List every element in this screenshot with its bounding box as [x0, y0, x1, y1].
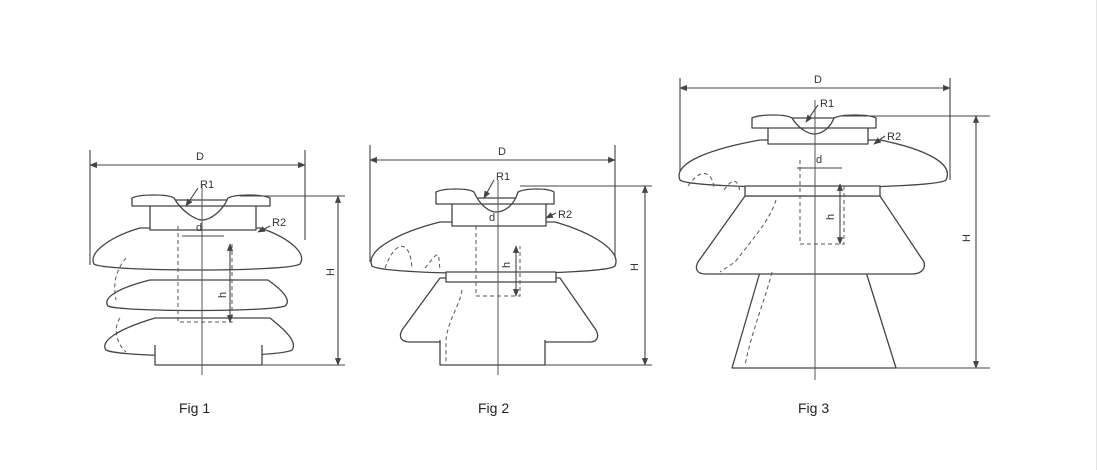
- label-D: D: [196, 151, 204, 163]
- label-R1: R1: [820, 98, 834, 110]
- cone-inner-dashed: [719, 199, 777, 366]
- top-shed: [92, 227, 303, 271]
- label-R1: R1: [200, 179, 214, 191]
- lower-cone: [399, 277, 599, 343]
- label-H: H: [961, 234, 973, 242]
- r1-leader: [805, 104, 819, 123]
- caption-fig-1: Fig 1: [179, 400, 211, 416]
- middle-shed: [106, 279, 288, 312]
- head-groove: [751, 114, 877, 135]
- head-groove: [435, 188, 555, 213]
- shed-inner-dashed: [687, 173, 741, 193]
- r1-leader: [185, 187, 199, 207]
- cone-inner-dashed: [445, 289, 463, 362]
- caption-fig-2: Fig 2: [478, 400, 510, 416]
- middle-shed: [695, 195, 926, 275]
- label-d: d: [489, 212, 495, 224]
- label-h: h: [501, 262, 513, 268]
- top-shed: [678, 139, 949, 189]
- label-R2: R2: [558, 209, 572, 221]
- label-d: d: [816, 154, 822, 166]
- shed-inner-dashed: [114, 257, 127, 353]
- shed-underside: [445, 271, 557, 283]
- top-shed: [370, 221, 617, 275]
- label-D: D: [814, 74, 822, 86]
- label-h: h: [217, 292, 229, 298]
- r2-leader: [257, 225, 271, 233]
- caption-fig-3: Fig 3: [798, 400, 830, 416]
- figure-1: D d h R1 R2 H: [89, 150, 345, 375]
- label-R2: R2: [887, 131, 901, 143]
- label-R1: R1: [496, 171, 510, 183]
- shed-underside: [744, 185, 881, 197]
- label-D: D: [498, 146, 506, 158]
- r2-leader: [545, 212, 557, 219]
- core-dashed: [799, 160, 845, 245]
- label-R2: R2: [272, 217, 286, 229]
- base-stem: [154, 345, 263, 366]
- figure-2: D d h R1 R2 H: [369, 145, 652, 375]
- base-stem: [439, 340, 546, 366]
- label-H: H: [629, 263, 641, 271]
- r1-leader: [483, 179, 495, 199]
- shed-inner-dashed: [384, 245, 441, 271]
- label-H: H: [325, 268, 337, 276]
- figure-3: D d h R1 R2 H: [678, 74, 990, 380]
- label-d: d: [196, 222, 202, 234]
- bottom-cone: [731, 271, 897, 369]
- r2-leader: [873, 135, 886, 145]
- label-h: h: [825, 214, 837, 220]
